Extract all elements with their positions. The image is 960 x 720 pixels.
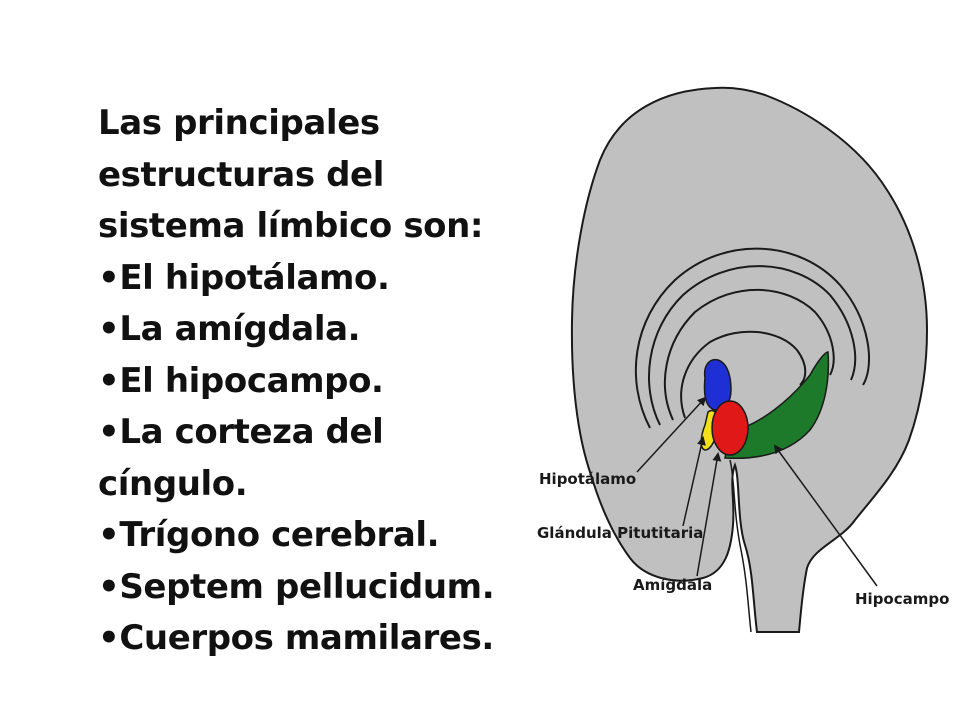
list-item-text: Cuerpos mamilares. (119, 618, 494, 658)
list-item: •El hipotálamo. (98, 253, 543, 305)
list-item-continuation: cíngulo. (98, 463, 248, 504)
cingulate-arc-middle (648, 265, 857, 426)
arrow-glandula (682, 436, 706, 527)
list-item-text: El hipotálamo. (119, 257, 390, 298)
bullet-icon: • (98, 412, 120, 452)
label-amigdala: Amígdala (633, 576, 712, 594)
list-item-text: El hipocampo. (119, 360, 384, 401)
bullet-icon: • (98, 257, 120, 298)
list-item: •Trígono cerebral. (98, 510, 543, 562)
list-item-text: Trígono cerebral. (119, 515, 440, 555)
bullet-icon: • (98, 360, 120, 401)
list-item: •La corteza del (98, 407, 543, 459)
bullet-icon: • (98, 566, 120, 607)
arrow-hipocampo (773, 444, 878, 587)
intro-line-1: Las principales (98, 103, 380, 143)
label-hipocampo: Hipocampo (855, 590, 949, 608)
limbic-system-text: Las principales estructuras del sistema … (98, 98, 543, 665)
hypothalamus-shape (703, 358, 732, 411)
list-item: •Cuerpos mamilares. (98, 613, 543, 665)
intro-line-2: estructuras del (98, 154, 384, 195)
label-glandula-pitutitaria: Glándula Pitutitaria (537, 524, 703, 542)
amygdala-shape (711, 400, 749, 456)
arrow-hipotalamo (636, 396, 707, 473)
list-item: •La amígdala. (98, 304, 543, 356)
brainstem-gap (729, 459, 752, 633)
list-item: •El hipocampo. (98, 356, 543, 408)
label-hipotalamo: Hipotálamo (539, 470, 636, 488)
limbic-system-diagram: Hipotálamo Glándula Pitutitaria Amígdala… (525, 80, 955, 650)
list-item-text: La amígdala. (119, 309, 361, 349)
list-item-text: Septem pellucidum. (119, 566, 495, 607)
list-item: •Septem pellucidum. (98, 562, 543, 614)
cingulate-arc-inner (663, 288, 835, 421)
cingulate-arc-outer (634, 247, 870, 429)
bullet-icon: • (98, 309, 120, 349)
bullet-icon: • (98, 515, 120, 555)
bullet-icon: • (98, 618, 120, 658)
arrow-amigdala (696, 452, 722, 577)
list-item-text: La corteza del (119, 412, 384, 452)
brain-silhouette (570, 86, 929, 633)
intro-line-3: sistema límbico son: (98, 206, 484, 246)
fornix-curve (680, 330, 807, 419)
